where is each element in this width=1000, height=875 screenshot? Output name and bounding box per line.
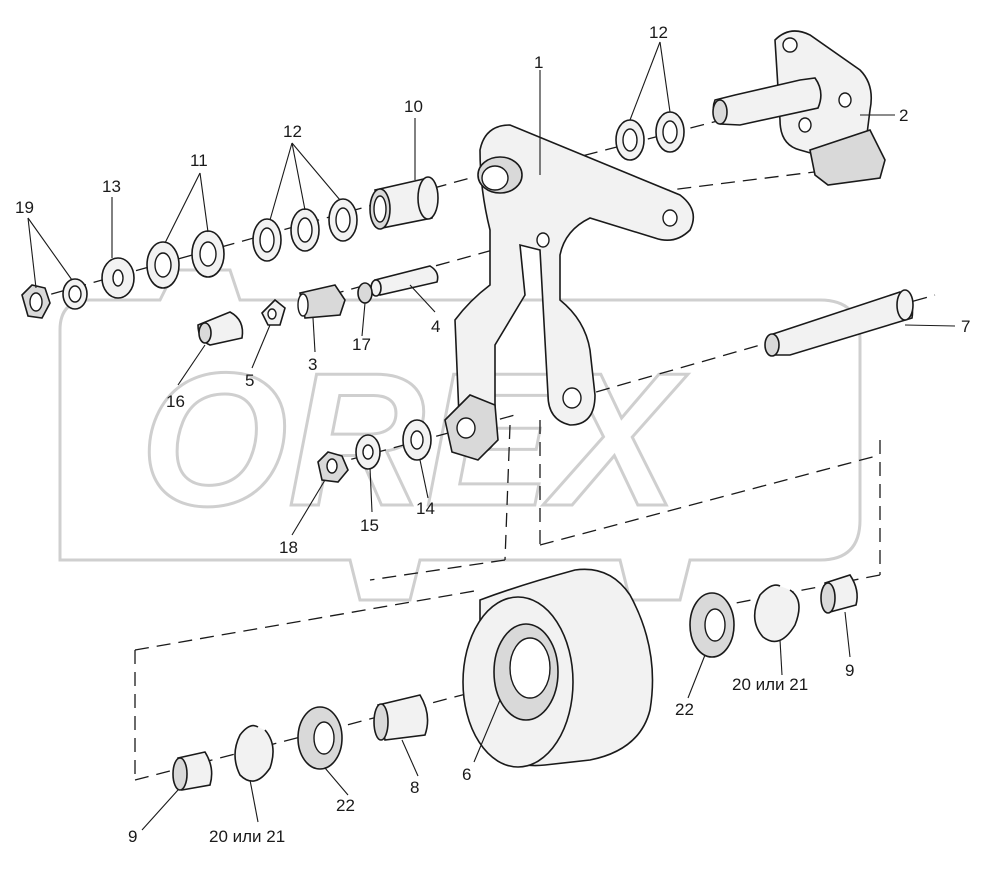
part-labels: 1 2 3 4 5 6 7 8 9 9 10 11 12 12 13 14 15… (15, 23, 970, 846)
label-part-14: 14 (416, 499, 435, 518)
label-part-17: 17 (352, 335, 371, 354)
bearings-clips-bushings (172, 574, 858, 791)
label-part-3: 3 (308, 355, 317, 374)
label-part-20-or-21-right: 20 или 21 (732, 675, 808, 694)
label-part-13: 13 (102, 177, 121, 196)
part-6-roller (462, 568, 654, 768)
part-1-bracket (444, 124, 695, 461)
label-part-9-left: 9 (128, 827, 137, 846)
label-part-11: 11 (190, 151, 208, 170)
parts-14-15-18 (317, 419, 432, 483)
label-part-5: 5 (245, 371, 254, 390)
small-parts-3-4-5-16-17 (197, 265, 439, 346)
part-2-flanged-pin (712, 30, 886, 186)
label-part-22-right: 22 (675, 700, 694, 719)
label-part-12-left: 12 (283, 122, 302, 141)
label-part-2: 2 (899, 106, 908, 125)
part-7-axle (764, 289, 914, 357)
label-part-19: 19 (15, 198, 34, 217)
washers-12-upper (615, 111, 685, 161)
label-part-8: 8 (410, 778, 419, 797)
label-part-15: 15 (360, 516, 379, 535)
label-part-6: 6 (462, 765, 471, 784)
label-part-10: 10 (404, 97, 423, 116)
label-part-18: 18 (279, 538, 298, 557)
part-10-bushing (369, 176, 439, 230)
label-part-9-right: 9 (845, 661, 854, 680)
label-part-1: 1 (534, 53, 543, 72)
washers-11 (146, 230, 225, 289)
label-part-4: 4 (431, 317, 440, 336)
label-part-7: 7 (961, 317, 970, 336)
washer-13 (101, 257, 135, 299)
label-part-20-or-21-left: 20 или 21 (209, 827, 285, 846)
label-part-22-left: 22 (336, 796, 355, 815)
label-part-16: 16 (166, 392, 185, 411)
nuts-19 (21, 278, 88, 319)
washers-12-left (252, 198, 358, 262)
label-part-12-top: 12 (649, 23, 668, 42)
leader-lines (27, 41, 956, 831)
